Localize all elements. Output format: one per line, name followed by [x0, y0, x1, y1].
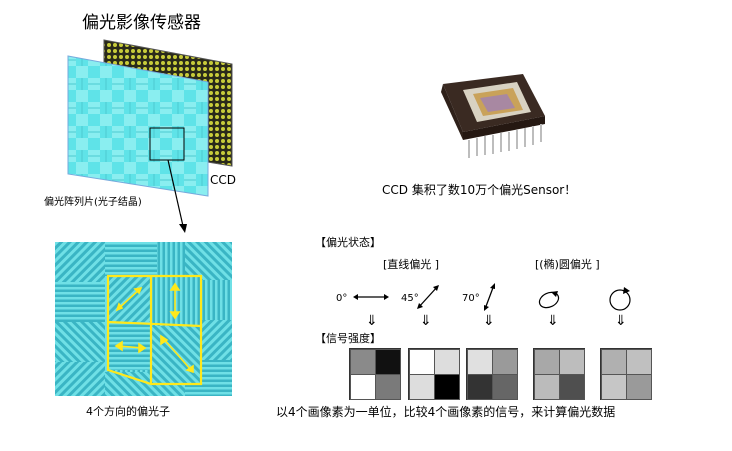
ccd-chip-photo	[441, 74, 545, 158]
signal-grid	[349, 348, 401, 400]
down-arrow-icon: ⇓	[483, 313, 495, 329]
polarizer-array-label: 偏光阵列片(光子结晶)	[44, 197, 142, 208]
signal-cell	[534, 374, 560, 400]
down-arrow-icon: ⇓	[420, 313, 432, 329]
sensor-layer-illustration	[67, 39, 233, 233]
down-arrow-icon: ⇓	[547, 313, 559, 329]
ccd-label: CCD	[210, 173, 236, 187]
signal-cell	[350, 349, 376, 375]
signal-cell	[626, 374, 652, 400]
polarization-state-header: 【偏光状态】	[315, 236, 381, 249]
signal-grid	[466, 348, 518, 400]
angle-label-70: 70°	[462, 293, 480, 304]
signal-grid	[600, 348, 652, 400]
signal-cell	[492, 349, 518, 375]
highlighted-2x2-pixel-unit	[106, 274, 203, 386]
circular-rotation-icon	[609, 287, 631, 311]
signal-cell	[409, 374, 435, 400]
elliptical-rotation-icon	[538, 291, 560, 309]
page-title: 偏光影像传感器	[82, 13, 201, 33]
signal-cell	[492, 374, 518, 400]
signal-intensity-header: 【信号强度】	[315, 332, 381, 345]
signal-cell	[434, 349, 460, 375]
signal-cell	[375, 349, 401, 375]
signal-cell	[375, 374, 401, 400]
angle-label-45: 45°	[401, 293, 419, 304]
angle-label-0: 0°	[336, 293, 348, 304]
down-arrow-icon: ⇓	[366, 313, 378, 329]
horizontal-double-arrow-icon	[353, 294, 389, 300]
direction-arrows	[114, 282, 194, 374]
signal-cell	[559, 349, 585, 375]
diagonal-70-arrow-icon	[484, 283, 495, 311]
signal-cell	[467, 349, 493, 375]
down-arrow-icon: ⇓	[615, 313, 627, 329]
bottom-caption: 以4个画像素为一单位，比较4个画像素的信号，来计算偏光数据	[276, 405, 616, 419]
zoomed-polarizer-pattern	[55, 242, 232, 396]
ccd-caption: CCD 集积了数10万个偏光Sensor！	[382, 183, 577, 197]
signal-cell	[601, 349, 627, 375]
signal-cell	[626, 349, 652, 375]
zoom-arrow	[167, 159, 184, 227]
linear-polarization-label: [直线偏光 ]	[383, 258, 440, 271]
elliptic-polarization-label: [(椭)圆偏光 ]	[535, 258, 600, 271]
polarizer-array-layer	[67, 55, 209, 197]
zoom-selection-box	[149, 127, 185, 161]
diagonal-45-arrow-icon	[417, 285, 439, 309]
signal-cell	[467, 374, 493, 400]
signal-cell	[434, 374, 460, 400]
signal-cell	[534, 349, 560, 375]
four-directions-caption: 4个方向的偏光子	[86, 405, 170, 418]
signal-cell	[559, 374, 585, 400]
signal-cell	[409, 349, 435, 375]
signal-grid	[533, 348, 585, 400]
signal-grid	[408, 348, 460, 400]
signal-cell	[350, 374, 376, 400]
signal-cell	[601, 374, 627, 400]
